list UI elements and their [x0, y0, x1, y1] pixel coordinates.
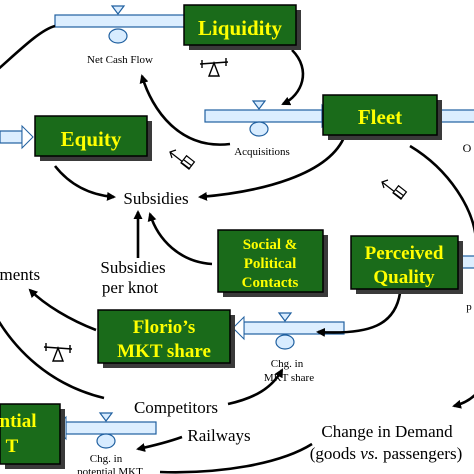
arc-equity-to-subsidies [53, 165, 116, 201]
potential-label-1: ntial [0, 411, 36, 432]
mkt-share-valve [275, 312, 295, 350]
arc-florio-to-left [28, 288, 97, 332]
florio-mkt-share-stock: Florio’s MKT share [97, 309, 235, 368]
social-label-2: Political [244, 256, 297, 272]
right-edge-label-o: O [463, 141, 472, 155]
equity-stock: Equity [34, 115, 152, 161]
chg-potential-label-1: Chg. in [90, 453, 123, 465]
acquisitions-valve [249, 100, 269, 137]
subsidies-label: Subsidies [123, 189, 188, 208]
arc-fleet-to-subsidies [198, 134, 347, 201]
delay-icon [169, 149, 196, 170]
perceived-quality-stock: Perceived Quality [350, 235, 463, 294]
social-label-1: Social & [243, 237, 298, 253]
arc-social-to-subsidies [147, 212, 213, 266]
acquisitions-label: Acquisitions [234, 146, 290, 158]
arc-liquidity-to-fleet [281, 49, 305, 106]
florio-label-2: MKT share [117, 341, 211, 362]
quality-inflow-pipe [461, 255, 474, 269]
balance-scale-icon [199, 58, 229, 77]
delay-icon-2 [381, 179, 408, 200]
net-cash-flow-valve [108, 5, 128, 44]
potential-label-2: T [6, 436, 19, 457]
right-edge-label-p: p [466, 301, 472, 313]
arc-competitors-to-mkt-share [227, 368, 284, 406]
equity-label: Equity [61, 127, 122, 151]
chg-potential-label-2: potential MKT [77, 466, 143, 474]
net-cash-flow-label: Net Cash Flow [87, 54, 153, 66]
fleet-label: Fleet [358, 105, 402, 129]
equity-inflow-pipe [0, 124, 34, 150]
perceived-quality-label-2: Quality [373, 267, 435, 288]
fleet-outflow-pipe [439, 109, 474, 123]
railways-label: Railways [187, 426, 250, 445]
subsidies-per-knot-label-2: per knot [102, 278, 158, 297]
acquisitions-pipe [204, 103, 334, 129]
potential-mkt-stock: ntial T [0, 403, 65, 469]
arc-left-to-net-cash-flow [0, 24, 56, 70]
fleet-stock: Fleet [322, 94, 442, 140]
arc-fleet-to-perceived-quality [409, 144, 474, 235]
potential-mkt-valve [96, 412, 116, 449]
perceived-quality-label-1: Perceived [365, 243, 444, 264]
liquidity-label: Liquidity [198, 16, 283, 40]
arc-left-loop [0, 320, 105, 400]
florio-label-1: Florio’s [133, 317, 196, 338]
ements-label: ements [0, 265, 40, 284]
subsidies-per-knot-label-1: Subsidies [100, 258, 165, 277]
balance-scale-icon-2 [43, 343, 73, 362]
arc-demand-to-potential-mkt [159, 442, 313, 474]
social-label-3: Contacts [242, 275, 299, 291]
chg-mkt-share-label-2: MKT share [264, 372, 314, 384]
arc-right-to-demand [452, 394, 474, 409]
chg-mkt-share-label-1: Chg. in [271, 358, 304, 370]
change-in-demand-label-1: Change in Demand [321, 422, 453, 441]
arc-acquisitions-to-net-cash-flow [139, 74, 231, 146]
change-in-demand-label-2: (goods vs. passengers) [310, 444, 463, 463]
liquidity-stock: Liquidity [183, 4, 301, 50]
net-cash-flow-pipe [54, 8, 197, 34]
competitors-label: Competitors [134, 398, 218, 417]
arc-perceived-quality-to-mkt-share [316, 292, 402, 337]
arc-railways-to-potential-mkt [136, 435, 183, 452]
social-political-contacts-stock: Social & Political Contacts [217, 229, 328, 297]
